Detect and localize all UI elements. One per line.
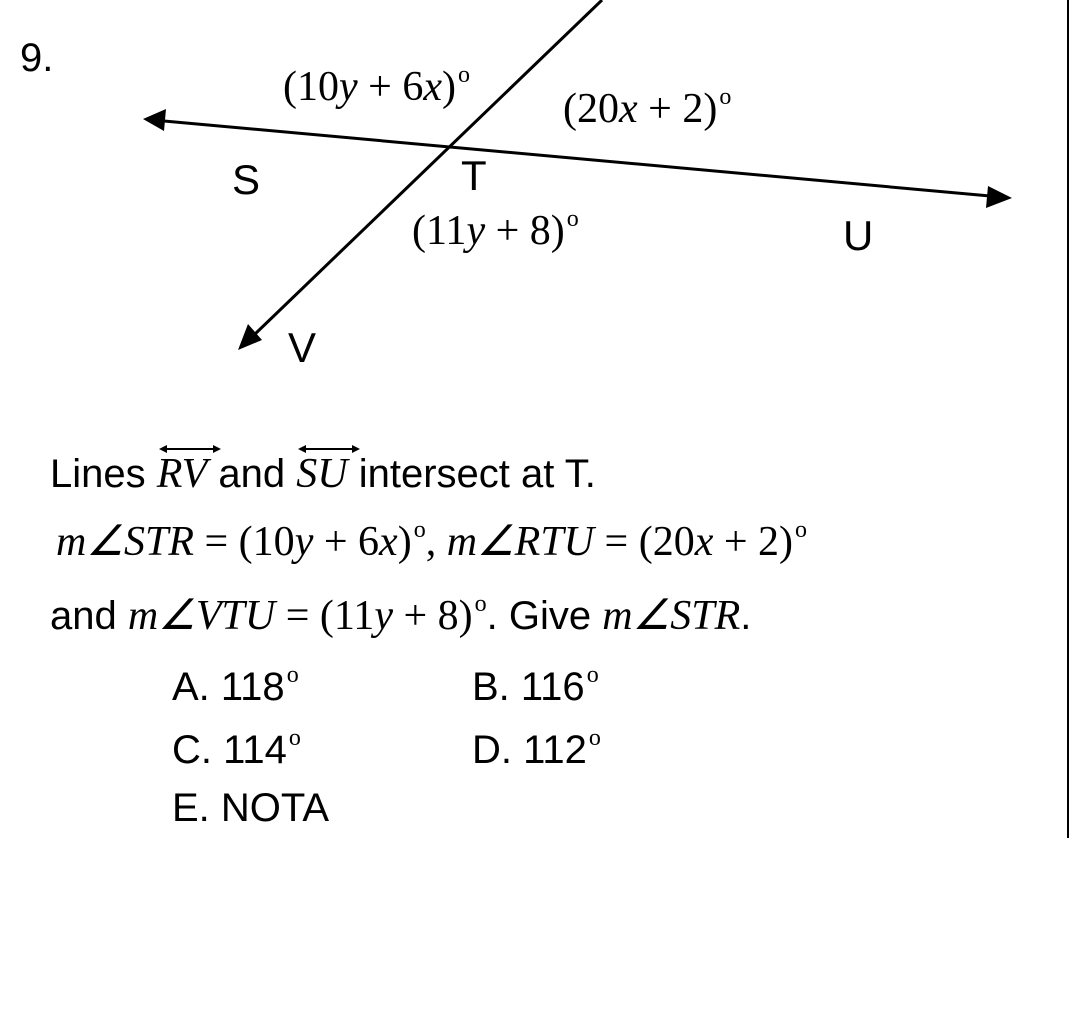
double-arrow-icon bbox=[158, 445, 221, 453]
line-su-notation: SU bbox=[296, 445, 361, 498]
point-label-t: T bbox=[461, 152, 487, 199]
option-c[interactable]: C. 114o bbox=[172, 725, 301, 772]
arrowhead-u bbox=[986, 186, 1012, 208]
stem-line-3: and m∠VTU = (11y + 8)o. Give m∠STR. bbox=[50, 591, 752, 639]
double-arrow-icon bbox=[298, 445, 361, 453]
intersecting-lines-diagram bbox=[143, 0, 1012, 350]
line-rv-notation: RV bbox=[157, 445, 221, 498]
point-label-v: V bbox=[288, 324, 317, 371]
option-e[interactable]: E. NOTA bbox=[172, 786, 330, 830]
option-d[interactable]: D. 112o bbox=[472, 725, 601, 772]
option-a[interactable]: A. 118o bbox=[172, 662, 299, 709]
stem-line-2: m∠STR = (10y + 6x)o, m∠RTU = (20x + 2)o bbox=[56, 517, 808, 565]
point-label-s: S bbox=[232, 156, 261, 203]
angle-label-vtu: (11y + 8)o bbox=[412, 206, 579, 254]
page-border-line bbox=[1067, 0, 1069, 838]
line-su bbox=[143, 109, 1012, 208]
angle-label-rtu: (20x + 2)o bbox=[563, 84, 732, 132]
line-rv bbox=[238, 0, 604, 350]
angle-label-str: (10y + 6x)o bbox=[283, 62, 470, 110]
option-b[interactable]: B. 116o bbox=[472, 662, 599, 709]
question-number: 9. bbox=[20, 36, 54, 80]
arrowhead-v bbox=[238, 324, 262, 350]
stem-line-1: Lines RV and SU intersect at T. bbox=[50, 445, 596, 498]
arrowhead-s bbox=[143, 109, 166, 131]
point-label-u: U bbox=[843, 212, 874, 259]
